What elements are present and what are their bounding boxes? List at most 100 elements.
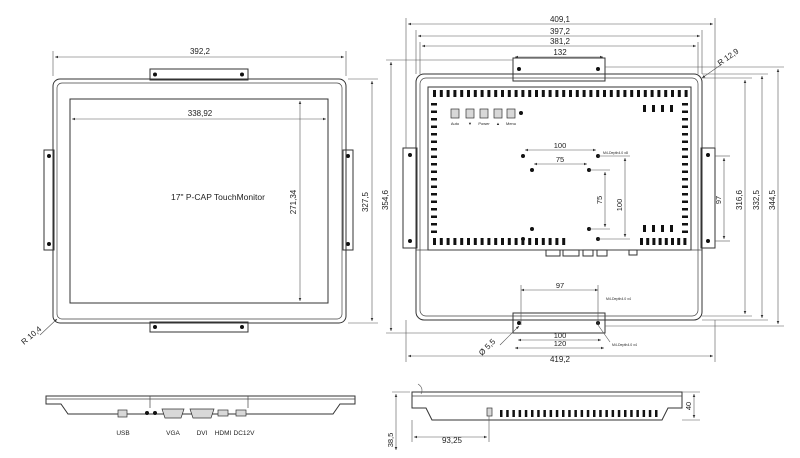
port-label-dc12v: DC12V bbox=[234, 430, 256, 437]
vent-slot bbox=[555, 410, 559, 417]
dim-hole-diameter: Ø 5,5 bbox=[477, 337, 498, 358]
dim-rear-corner-radius: R 12,9 bbox=[716, 46, 741, 67]
osd-label-menu: Menu bbox=[506, 121, 516, 126]
vent-slot bbox=[670, 225, 673, 232]
osd-power-button[interactable] bbox=[479, 108, 489, 119]
vent-slot bbox=[682, 215, 688, 218]
vent-slot bbox=[431, 170, 437, 173]
vent-slot bbox=[473, 238, 477, 245]
vent-slot bbox=[568, 410, 571, 417]
vent-slot bbox=[671, 238, 674, 245]
vent-slot bbox=[684, 90, 688, 97]
vent-slot bbox=[652, 238, 656, 245]
vent-slot bbox=[652, 225, 655, 232]
vent-slot bbox=[569, 90, 572, 97]
vent-slot bbox=[682, 170, 688, 173]
dim-vesa-100-v: 100 bbox=[615, 199, 624, 212]
vent-slot bbox=[521, 90, 525, 97]
port-label-vga: VGA bbox=[166, 430, 180, 437]
vent-slot bbox=[670, 105, 673, 112]
vent-slot bbox=[518, 410, 522, 417]
rear-connectors bbox=[545, 249, 638, 257]
vent-slot bbox=[599, 410, 602, 417]
dim-rear-total-width: 409,1 bbox=[550, 15, 571, 24]
osd-down-button[interactable] bbox=[465, 108, 475, 119]
vent-slot bbox=[643, 105, 646, 112]
dim-rear-width-2: 397,2 bbox=[550, 27, 571, 36]
vent-slot bbox=[682, 118, 688, 121]
vent-slot bbox=[682, 208, 688, 211]
vent-slot bbox=[514, 238, 518, 245]
vent-slot bbox=[642, 410, 646, 417]
dim-bottom-120: 120 bbox=[554, 339, 567, 348]
vent-slot bbox=[494, 90, 498, 97]
osd-label-up: ▲ bbox=[496, 121, 500, 126]
vent-slot bbox=[431, 230, 437, 233]
vent-slot bbox=[682, 148, 688, 151]
vent-slot bbox=[531, 410, 534, 417]
vent-slot bbox=[682, 178, 688, 181]
vent-slot bbox=[480, 238, 484, 245]
vent-slot bbox=[603, 90, 606, 97]
bottom-view: USB VGA DVI HDMI DC12V bbox=[45, 395, 356, 437]
vent-slot bbox=[682, 133, 688, 136]
vent-slot bbox=[555, 90, 559, 97]
vent-slot bbox=[682, 110, 688, 113]
osd-label-down: ▼ bbox=[468, 121, 472, 126]
vent-slot bbox=[431, 223, 437, 226]
vent-slot bbox=[453, 238, 457, 245]
vent-slot bbox=[661, 225, 664, 232]
vent-slot bbox=[480, 90, 484, 97]
osd-up-button[interactable] bbox=[493, 108, 503, 119]
hdmi-port[interactable] bbox=[217, 409, 229, 417]
dim-bracket-center: 132 bbox=[553, 48, 567, 57]
vent-slot bbox=[487, 90, 491, 97]
osd-auto-button[interactable] bbox=[450, 108, 460, 119]
vent-slot bbox=[624, 410, 627, 417]
vent-slot bbox=[623, 90, 627, 97]
dim-bottom-100: 100 bbox=[554, 331, 567, 340]
vent-slot bbox=[682, 125, 688, 128]
vent-slot bbox=[431, 185, 437, 188]
vga-port[interactable] bbox=[161, 408, 185, 419]
rear-bottom-bracket bbox=[512, 312, 606, 334]
vent-slot bbox=[682, 155, 688, 158]
vent-slot bbox=[524, 410, 528, 417]
vent-slot bbox=[637, 90, 640, 97]
vent-slot bbox=[431, 208, 437, 211]
usb-port[interactable] bbox=[117, 409, 128, 418]
vent-slot bbox=[582, 90, 586, 97]
vent-slot bbox=[643, 225, 646, 232]
vent-slot bbox=[630, 410, 633, 417]
rear-vents-right bbox=[643, 103, 688, 233]
vent-slot bbox=[593, 410, 596, 417]
dc12v-port[interactable] bbox=[235, 409, 247, 417]
side-vents bbox=[500, 410, 658, 417]
rear-view: Auto ▼ Power ▲ Menu M4-Depth4.0 x8 100 7… bbox=[381, 15, 784, 364]
vent-slot bbox=[431, 125, 437, 128]
vent-slot bbox=[682, 193, 688, 196]
side-view: 40 38,5 93,25 bbox=[386, 383, 700, 450]
osd-menu-button[interactable] bbox=[506, 108, 516, 119]
vent-slot bbox=[682, 185, 688, 188]
dim-side-small: 38,5 bbox=[386, 433, 395, 448]
vent-slot bbox=[611, 410, 615, 417]
dim-vesa-75-h: 75 bbox=[556, 155, 564, 164]
vent-slot bbox=[650, 90, 654, 97]
rear-right-bracket bbox=[700, 147, 716, 249]
vent-slot bbox=[548, 90, 552, 97]
active-area bbox=[69, 98, 329, 304]
dim-active-height: 271,34 bbox=[289, 189, 298, 214]
vent-slot bbox=[439, 90, 443, 97]
vent-slot bbox=[616, 90, 620, 97]
vent-slot bbox=[431, 215, 437, 218]
front-top-bracket bbox=[149, 68, 249, 81]
vent-slot bbox=[467, 238, 470, 245]
rear-chassis bbox=[415, 73, 703, 321]
dvi-port[interactable] bbox=[189, 408, 215, 419]
dim-front-corner-radius: R 10,4 bbox=[20, 324, 44, 346]
port-label-hdmi: HDMI bbox=[215, 430, 232, 437]
dim-bracket-span: 381,2 bbox=[550, 37, 571, 46]
vent-slot bbox=[431, 140, 437, 143]
